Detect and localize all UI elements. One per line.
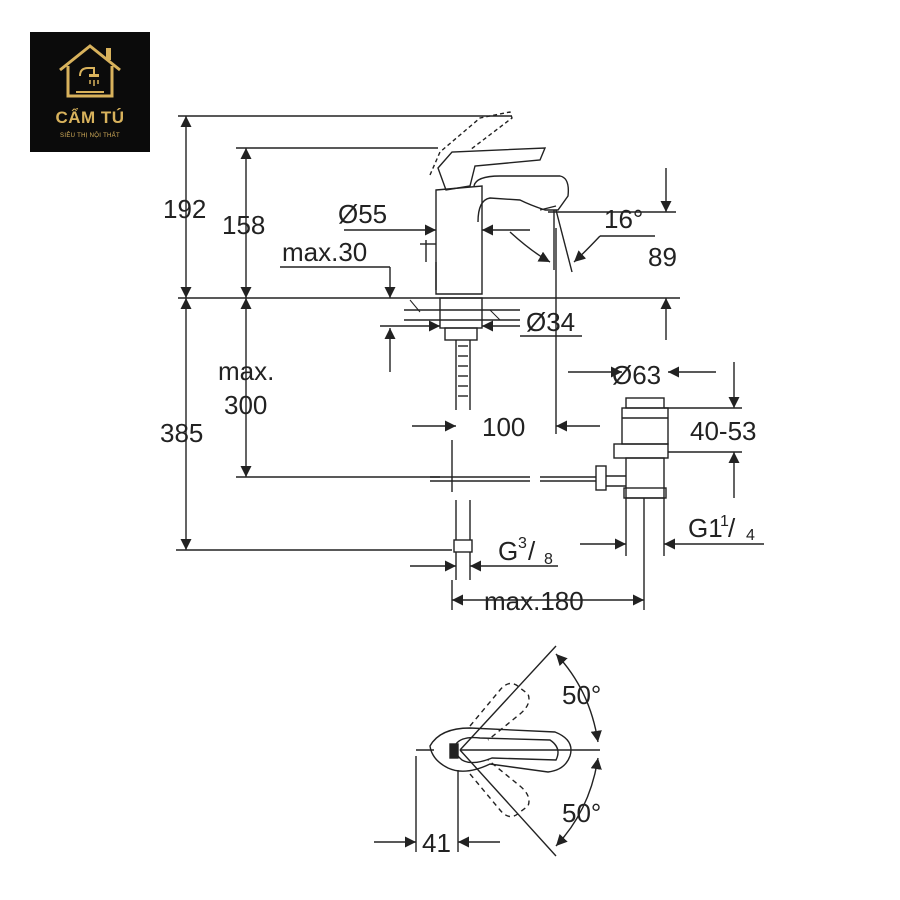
angle-50-bottom-label: 50° — [562, 798, 601, 828]
dim-41-label: 41 — [422, 828, 451, 858]
dim-40-53-label: 40-53 — [690, 416, 757, 446]
dim-158-label: 158 — [222, 210, 265, 240]
dim-max-label: max. — [218, 356, 274, 386]
dim-dia63-label: Ø63 — [612, 360, 661, 390]
g114-numerator: 1 — [720, 513, 729, 530]
g114-slash: / — [728, 513, 736, 543]
faucet-lever — [437, 147, 547, 191]
waste-cap — [625, 397, 665, 409]
dim-385-label: 385 — [160, 418, 203, 448]
g38-numerator: 3 — [518, 535, 527, 552]
dim-100-label: 100 — [482, 412, 525, 442]
dim-max30-label: max.30 — [282, 237, 367, 267]
dim-dia34-label: Ø34 — [526, 307, 575, 337]
faucet-spout — [473, 175, 570, 223]
dim-g38-label: G 3 / 8 — [498, 535, 553, 568]
lever-raised-outline — [429, 111, 513, 176]
g38-denominator: 8 — [544, 551, 553, 568]
house-shower-icon — [59, 44, 121, 98]
angle-16-label: 16° — [604, 204, 643, 234]
faucet-body — [435, 185, 483, 295]
waste-body — [621, 407, 669, 445]
dim-89-label: 89 — [648, 242, 677, 272]
dim-192-label: 192 — [163, 194, 206, 224]
g38-slash: / — [528, 536, 536, 566]
dim-dia55-label: Ø55 — [338, 199, 387, 229]
g38-main: G — [498, 536, 518, 566]
angle-50-top-label: 50° — [562, 680, 601, 710]
dim-max180-label: max.180 — [484, 586, 584, 616]
dim-g114-label: G1 1 / 4 — [688, 513, 755, 544]
g114-main: G1 — [688, 513, 723, 543]
brand-logo: CẨM TÚ SIÊU THỊ NỘI THẤT — [30, 32, 150, 152]
dim-300-label: 300 — [224, 390, 267, 420]
g114-denominator: 4 — [746, 527, 755, 544]
logo-tagline: SIÊU THỊ NỘI THẤT — [60, 133, 120, 139]
logo-brand-text: CẨM TÚ — [55, 108, 125, 127]
